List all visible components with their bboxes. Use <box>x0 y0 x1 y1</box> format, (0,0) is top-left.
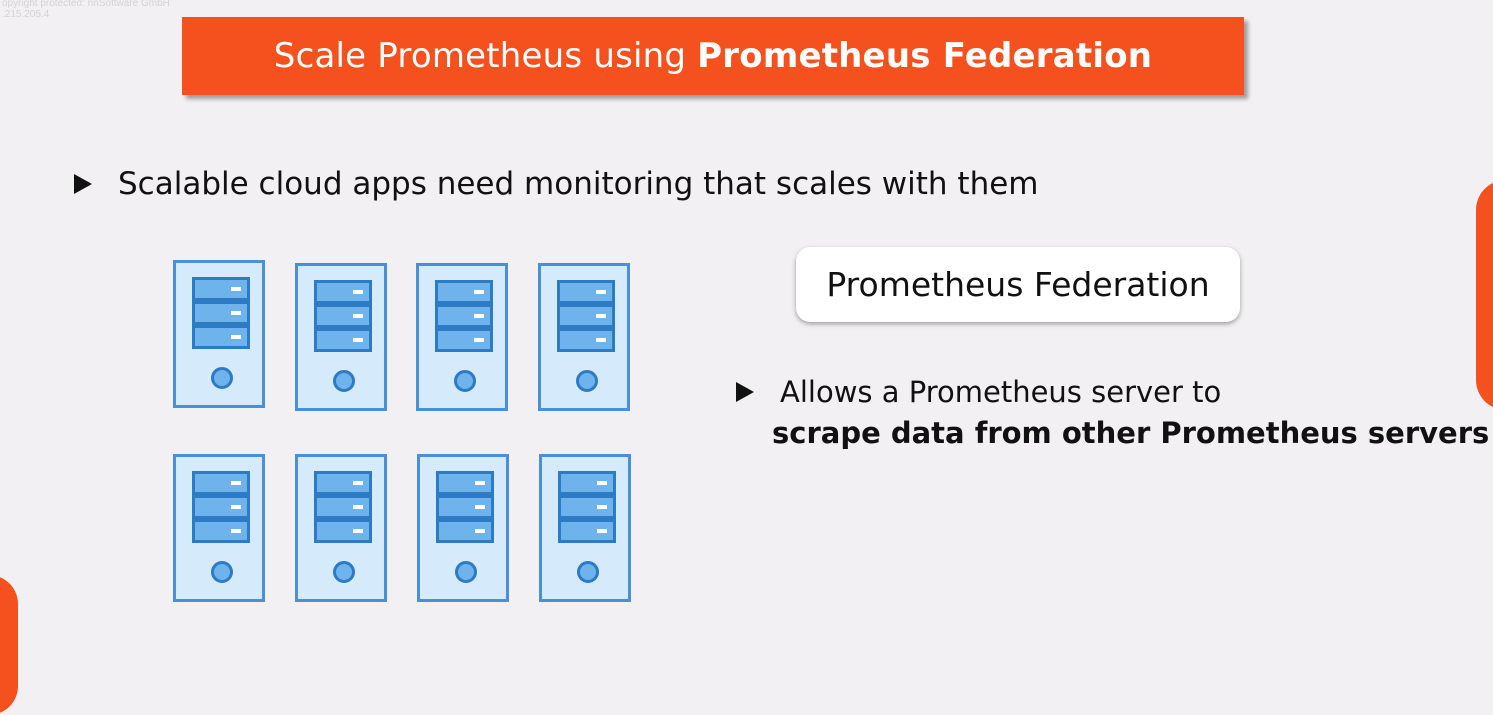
power-button-icon <box>454 370 476 392</box>
power-button-icon <box>576 370 598 392</box>
copyright-watermark: opyright protected: nnSoftware GmbH .215… <box>2 0 170 20</box>
bullet-triangle-icon <box>74 174 92 194</box>
drive-bay <box>436 495 494 519</box>
drive-bay <box>314 280 372 304</box>
slide-title-banner: Scale Prometheus using Prometheus Federa… <box>182 17 1244 95</box>
bullet-1-text: Scalable cloud apps need monitoring that… <box>118 166 1039 202</box>
federation-label-box: Prometheus Federation <box>796 247 1240 322</box>
drive-bay <box>557 280 615 304</box>
server-icon <box>416 263 508 411</box>
watermark-line-2: .215.205.4 <box>2 9 50 20</box>
drive-bay <box>192 495 250 519</box>
server-icon <box>417 454 509 602</box>
drive-bay <box>435 280 493 304</box>
power-button-icon <box>455 561 477 583</box>
drive-bay <box>436 519 494 543</box>
server-icon <box>539 454 631 602</box>
drive-bay <box>314 304 372 328</box>
decorative-shape-right <box>1476 180 1493 410</box>
drive-bay <box>314 471 372 495</box>
drive-bay <box>558 495 616 519</box>
server-icon <box>295 454 387 602</box>
server-icon <box>538 263 630 411</box>
drive-bay <box>192 301 250 325</box>
bullet-2-line-1: Allows a Prometheus server to <box>780 375 1222 409</box>
power-button-icon <box>211 561 233 583</box>
drive-bay <box>314 519 372 543</box>
title-bold-text: Prometheus Federation <box>697 36 1153 76</box>
server-grid <box>170 258 640 608</box>
power-button-icon <box>333 370 355 392</box>
bullet-point-1: Scalable cloud apps need monitoring that… <box>74 166 1039 202</box>
server-icon <box>173 260 265 408</box>
watermark-line-1: opyright protected: nnSoftware GmbH <box>2 0 170 9</box>
drive-bay <box>192 277 250 301</box>
decorative-shape-left <box>0 575 18 715</box>
drive-bay <box>192 471 250 495</box>
drive-bay <box>192 325 250 349</box>
drive-bay <box>314 495 372 519</box>
server-icon <box>295 263 387 411</box>
power-button-icon <box>577 561 599 583</box>
bullet-2-line-2: scrape data from other Prometheus server… <box>772 416 1490 450</box>
drive-bay <box>558 471 616 495</box>
power-button-icon <box>211 367 233 389</box>
bullet-point-2: Allows a Prometheus server to scrape dat… <box>736 372 1489 454</box>
drive-bay <box>435 304 493 328</box>
federation-label-text: Prometheus Federation <box>826 265 1210 304</box>
drive-bay <box>558 519 616 543</box>
drive-bay <box>436 471 494 495</box>
title-normal-text: Scale Prometheus using <box>273 36 687 76</box>
drive-bay <box>314 328 372 352</box>
drive-bay <box>192 519 250 543</box>
bullet-triangle-icon <box>736 382 754 402</box>
server-icon <box>173 454 265 602</box>
drive-bay <box>557 304 615 328</box>
power-button-icon <box>333 561 355 583</box>
drive-bay <box>557 328 615 352</box>
drive-bay <box>435 328 493 352</box>
bullet-2-text: Allows a Prometheus server to scrape dat… <box>772 372 1489 454</box>
